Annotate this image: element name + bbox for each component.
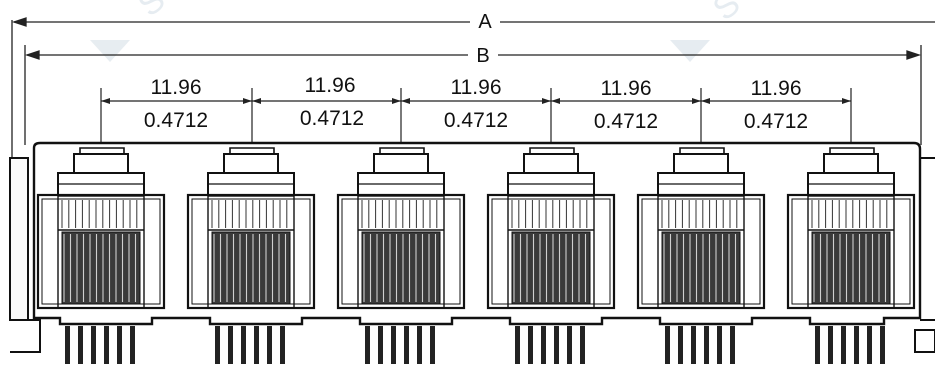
solder-pin	[417, 326, 422, 364]
dimension-b-label: B	[476, 45, 489, 67]
pitch-in-2: 0.4712	[300, 107, 364, 130]
rj-port	[636, 147, 766, 364]
connector-housing	[9, 141, 935, 353]
svg-text:S: S	[706, 0, 748, 28]
pitch-mm-2: 11.96	[305, 74, 356, 97]
solder-pin	[665, 326, 670, 364]
contact-block	[661, 231, 741, 305]
solder-pin	[580, 326, 585, 364]
solder-pin	[241, 326, 246, 364]
dimension-a	[11, 17, 935, 160]
solder-pin	[704, 326, 709, 364]
solder-pin	[541, 326, 546, 364]
solder-pin	[567, 326, 572, 364]
solder-pin	[215, 326, 220, 364]
svg-text:S: S	[131, 0, 173, 24]
pitch-mm-1: 11.96	[151, 76, 202, 99]
pitch-mm-4: 11.96	[601, 77, 652, 100]
dimension-a-label: A	[478, 11, 492, 33]
rj-port	[36, 147, 166, 364]
pitch-mm-5: 11.96	[751, 77, 802, 100]
solder-pin	[730, 326, 735, 364]
solder-pin	[815, 326, 820, 364]
rj-port	[486, 147, 616, 364]
solder-pin	[117, 326, 122, 364]
watermark: S S	[90, 0, 748, 62]
solder-pin	[854, 326, 859, 364]
solder-pin	[280, 326, 285, 364]
solder-pin	[880, 326, 885, 364]
solder-pin	[515, 326, 520, 364]
rj-port	[186, 147, 316, 364]
solder-pin	[430, 326, 435, 364]
solder-pin	[130, 326, 135, 364]
pitch-in-3: 0.4712	[444, 109, 508, 132]
solder-pin	[365, 326, 370, 364]
pitch-in-1: 0.4712	[144, 109, 208, 132]
contact-block	[811, 231, 891, 305]
solder-pin	[828, 326, 833, 364]
solder-pin	[391, 326, 396, 364]
contact-block	[361, 231, 441, 305]
solder-pin	[228, 326, 233, 364]
solder-pin	[678, 326, 683, 364]
rj-port	[336, 147, 466, 364]
solder-pin	[91, 326, 96, 364]
solder-pin	[691, 326, 696, 364]
contact-block	[211, 231, 291, 305]
solder-pin	[554, 326, 559, 364]
pitch-in-5: 0.4712	[744, 110, 808, 133]
contact-block	[511, 231, 591, 305]
solder-pin	[717, 326, 722, 364]
dimension-b	[24, 45, 922, 145]
solder-pin	[254, 326, 259, 364]
solder-pin	[378, 326, 383, 364]
pitch-mm-3: 11.96	[451, 76, 502, 99]
solder-pin	[867, 326, 872, 364]
ports	[36, 147, 916, 364]
solder-pin	[104, 326, 109, 364]
rj-port	[786, 147, 916, 364]
solder-pin	[267, 326, 272, 364]
solder-pin	[841, 326, 846, 364]
contact-block	[61, 231, 141, 305]
pitch-dimensions: 11.96 0.4712 11.96 0.4712 11.96 0.4712 1…	[100, 74, 852, 142]
solder-pin	[65, 326, 70, 364]
solder-pin	[528, 326, 533, 364]
solder-pin	[404, 326, 409, 364]
pitch-in-4: 0.4712	[594, 110, 658, 133]
solder-pin	[78, 326, 83, 364]
